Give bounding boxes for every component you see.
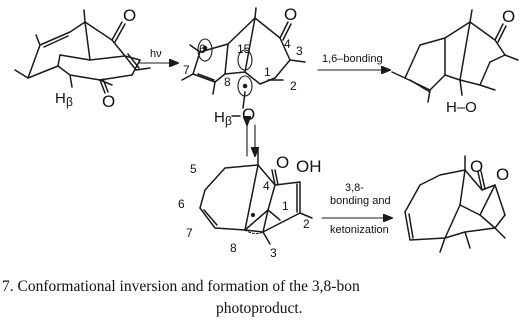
atom-number-7: 7 (186, 226, 193, 240)
atom-number-1: 1 (282, 199, 289, 213)
caption-line-1: 7. Conformational inversion and formatio… (2, 278, 360, 295)
atom-number-4: 4 (284, 37, 291, 51)
oxygen-radical-o: O (242, 105, 255, 124)
atom-number-6: 6 (199, 42, 206, 56)
carbonyl-o-bottom: O (102, 92, 115, 111)
carbonyl-o: O (502, 7, 515, 26)
radical-lobe-c1-upper (237, 49, 253, 71)
atom-number-3: 3 (270, 246, 277, 260)
molecule-inverted-conformer: 5 4 6 1 2 7 8 3 O OH (178, 149, 322, 260)
enol-oh-label: OH (296, 157, 322, 176)
bonding38-line2: bonding and (330, 195, 391, 207)
bonding38-line3: ketonization (330, 224, 389, 236)
bonding38-line1: 3,8- (345, 182, 364, 194)
hydroxyl-label: H–O (446, 99, 477, 116)
atom-number-7: 7 (183, 63, 190, 77)
carbonyl-o-top: O (284, 5, 297, 24)
caption-line-2: photoproduct. (216, 300, 303, 317)
atom-number-2: 2 (290, 79, 297, 93)
beta-subscript: β (225, 114, 232, 128)
atom-number-2: 2 (303, 217, 310, 231)
radical-lobe-c6 (197, 38, 213, 62)
atom-number-3: 3 (296, 44, 303, 58)
carbonyl-o: O (276, 153, 289, 172)
h-beta-label: H (214, 109, 225, 126)
equilibrium-arrows (247, 125, 255, 156)
atom-number-5: 5 (190, 162, 197, 176)
atom-number-8: 8 (230, 241, 237, 255)
molecule-starting-material: O O H β (14, 6, 151, 111)
atom-number-1: 1 (264, 65, 271, 79)
bonding16-label: 1,6–bonding (322, 53, 383, 65)
hv-label: hν (150, 48, 162, 60)
atom-number-8: 8 (224, 75, 231, 89)
atom-number-4: 4 (263, 179, 270, 193)
h-beta-label: H (55, 90, 66, 107)
molecule-16-product: O H–O (391, 7, 519, 116)
molecule-excited-state: 6 15 4 3 7 8 1 2 O O H β (181, 5, 306, 128)
atom-number-6: 6 (178, 197, 185, 211)
carbonyl-o-left: O (470, 157, 483, 176)
beta-subscript: β (66, 95, 73, 109)
carbonyl-o-top: O (123, 6, 136, 25)
carbonyl-o-right: O (496, 165, 509, 184)
atom-number-15: 15 (237, 42, 251, 56)
molecule-38-photoproduct: O O (404, 155, 509, 253)
